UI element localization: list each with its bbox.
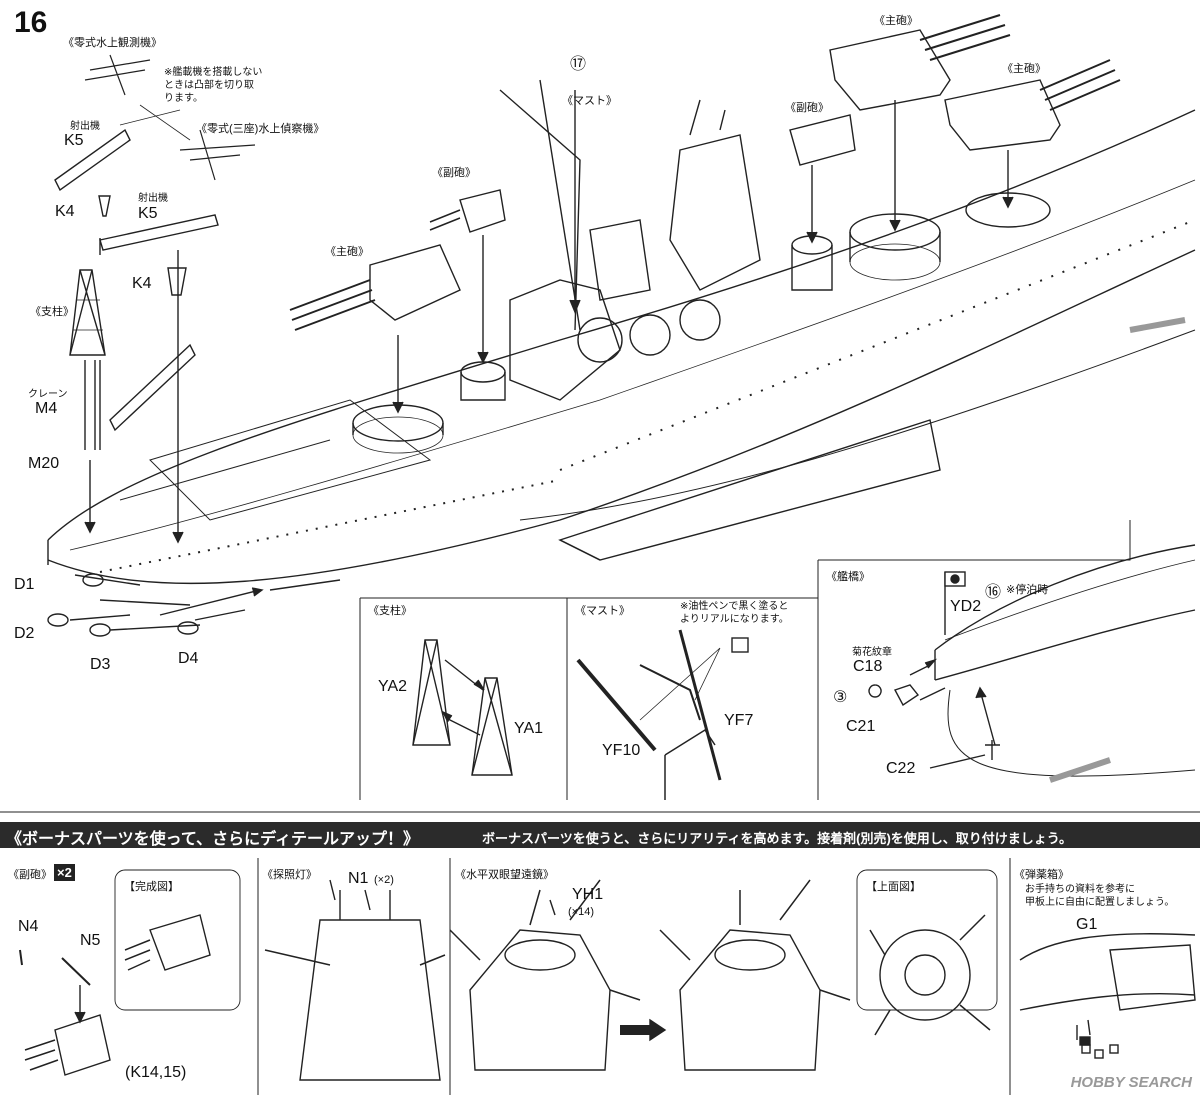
- label-crane: クレーン: [28, 389, 68, 400]
- part-k5-a: K5: [64, 132, 84, 149]
- times2-badge: ×2: [54, 864, 75, 882]
- label-strut: 《支柱》: [30, 306, 74, 318]
- part-n4: N4: [18, 918, 39, 935]
- part-c21: C21: [846, 718, 876, 735]
- part-n1: N1: [348, 870, 369, 887]
- part-m4: M4: [35, 400, 58, 417]
- part-d2: D2: [14, 625, 35, 642]
- part-g1: G1: [1076, 916, 1098, 933]
- label-top-view: 【上面図】: [866, 881, 921, 893]
- label-chrysanthemum: 菊花紋章: [852, 647, 892, 658]
- note-line-3: ります。: [164, 93, 203, 104]
- part-d1: D1: [14, 576, 35, 593]
- yh1-quantity: (×14): [568, 906, 594, 918]
- part-yd2: YD2: [950, 598, 982, 615]
- ammo-note-line-2: 甲板上に自由に配置しましょう。: [1025, 897, 1175, 908]
- step-number: 16: [14, 6, 48, 39]
- label-secondary-2: 《副砲》: [785, 102, 829, 114]
- banner-text: ボーナスパーツを使うと、さらにリアリティを高めます。接着剤(別売)を使用し、取り…: [482, 831, 1073, 846]
- part-d3: D3: [90, 656, 111, 673]
- mast-note-line-1: ※油性ペンで黒く塗ると: [680, 601, 789, 612]
- part-c22: C22: [886, 760, 916, 777]
- bonus-searchlight-title: 《探照灯》: [262, 869, 317, 881]
- note-line-2: ときは凸部を切り取: [164, 80, 254, 91]
- mast-note-line-2: よりリアルになります。: [680, 614, 789, 625]
- part-ya2: YA2: [378, 678, 408, 695]
- part-n5: N5: [80, 932, 101, 949]
- bonus-parts-banner: 《ボーナスパーツを使って、さらにディテールアップ！》 ボーナスパーツを使うと、さ…: [0, 822, 1200, 848]
- callout-16: ⑯: [985, 584, 1002, 601]
- label-secondary-1: 《副砲》: [432, 167, 476, 179]
- label-finished: 【完成図】: [124, 881, 179, 893]
- part-ya1: YA1: [514, 720, 544, 737]
- watermark: HOBBY SEARCH: [1070, 1074, 1192, 1091]
- label-mast: 《マスト》: [562, 95, 617, 107]
- part-k14-15: (K14,15): [125, 1064, 187, 1081]
- label-recon-plane: 《零式(三座)水上偵察機》: [196, 123, 325, 135]
- bonus-ammo-title: 《弾薬箱》: [1014, 869, 1069, 881]
- ammo-note-line-1: お手持ちの資料を参考に: [1025, 884, 1135, 895]
- part-c18: C18: [853, 658, 883, 675]
- label-catapult-2: 射出機: [138, 193, 168, 204]
- part-m20: M20: [28, 455, 60, 472]
- callout-3: ③: [833, 689, 848, 706]
- bonus-binocular-title: 《水平双眼望遠鏡》: [455, 869, 554, 881]
- label-floatplane-zero: 《零式水上観測機》: [63, 37, 162, 49]
- inset-mast-title: 《マスト》: [575, 605, 630, 617]
- part-k5-b: K5: [138, 205, 158, 222]
- label-main-gun-3: 《主砲》: [1002, 63, 1046, 75]
- part-k4-a: K4: [55, 203, 75, 220]
- label-anchored: ※停泊時: [1006, 584, 1049, 596]
- ammo-note: お手持ちの資料を参考に 甲板上に自由に配置しましょう。: [1025, 883, 1174, 909]
- part-yf7: YF7: [724, 712, 754, 729]
- part-k4-b: K4: [132, 275, 152, 292]
- part-yf10: YF10: [602, 742, 641, 759]
- inset-mast-note: ※油性ペンで黒く塗ると よりリアルになります。: [680, 600, 789, 626]
- part-yh1: YH1: [572, 886, 604, 903]
- part-d4: D4: [178, 650, 199, 667]
- label-main-gun-1: 《主砲》: [325, 246, 369, 258]
- note-no-aircraft: ※艦載機を搭載しない ときは凸部を切り取 ります。: [164, 66, 262, 105]
- label-main-gun-2: 《主砲》: [874, 15, 918, 27]
- callout-17: ⑰: [570, 56, 587, 73]
- banner-headline: 《ボーナスパーツを使って、さらにディテールアップ！》: [6, 831, 419, 848]
- n1-quantity: (×2): [374, 874, 394, 886]
- times2-label: ×2: [54, 864, 75, 881]
- bonus-secondary-title: 《副砲》: [8, 869, 52, 881]
- inset-strut-title: 《支柱》: [368, 605, 412, 617]
- label-catapult-1: 射出機: [70, 121, 100, 132]
- note-line-1: ※艦載機を搭載しない: [164, 67, 263, 78]
- inset-bridge-title: 《艦橋》: [826, 571, 870, 583]
